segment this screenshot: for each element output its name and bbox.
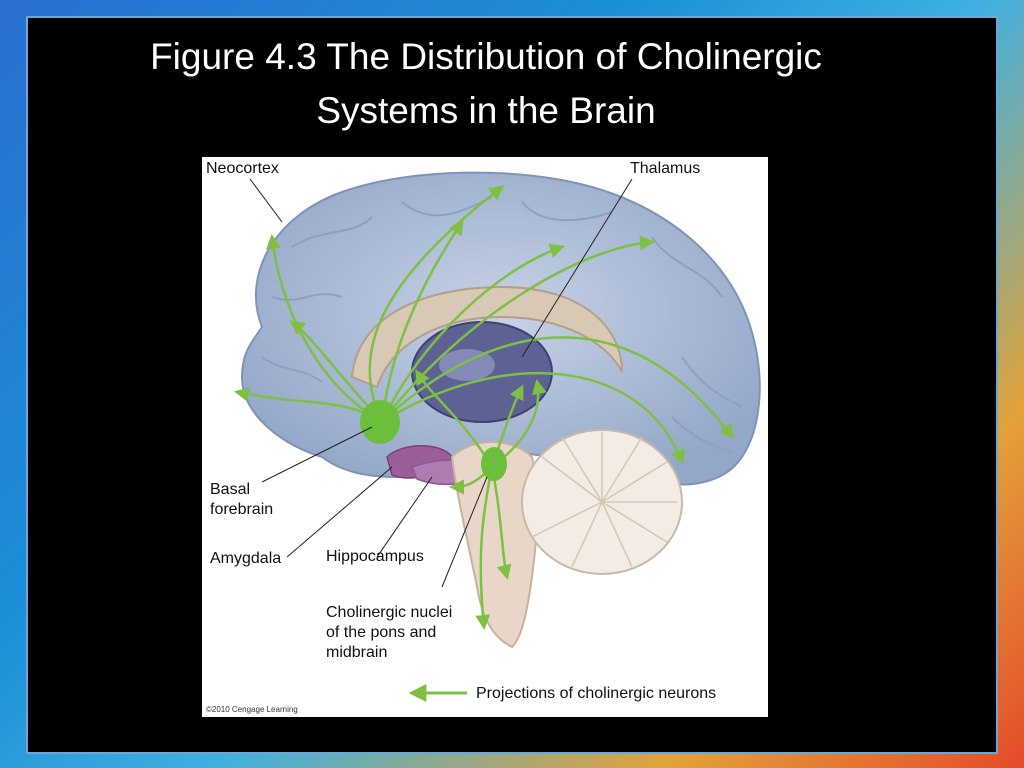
- label-cholinergic-nuclei: Cholinergic nuclei of the pons and midbr…: [326, 604, 453, 661]
- brain-figure: Neocortex Thalamus Basal forebrain Amygd…: [202, 157, 768, 717]
- label-leader-lines: [249, 178, 633, 588]
- title-line-1: Figure 4.3 The Distribution of Cholinerg…: [150, 36, 822, 77]
- label-hippocampus: Hippocampus: [326, 548, 424, 565]
- brain-illustration: [234, 171, 761, 702]
- label-amygdala: Amygdala: [210, 550, 282, 567]
- copyright-text: ©2010 Cengage Learning: [206, 705, 298, 714]
- title-line-2: Systems in the Brain: [316, 90, 656, 131]
- cerebellum-shape: [521, 429, 683, 575]
- brainstem-shape: [450, 441, 539, 649]
- gyri-lines: [261, 196, 743, 453]
- basal-forebrain-nucleus: [360, 400, 400, 444]
- label-basal-forebrain: Basal forebrain: [210, 481, 274, 518]
- corpus-callosum: [350, 285, 623, 389]
- label-thalamus: Thalamus: [630, 160, 701, 177]
- slide-title: Figure 4.3 The Distribution of Cholinerg…: [0, 30, 998, 138]
- thalamus-highlight: [439, 349, 495, 381]
- legend-label: Projections of cholinergic neurons: [476, 685, 717, 702]
- pontine-nucleus: [481, 447, 507, 481]
- label-neocortex: Neocortex: [206, 160, 279, 177]
